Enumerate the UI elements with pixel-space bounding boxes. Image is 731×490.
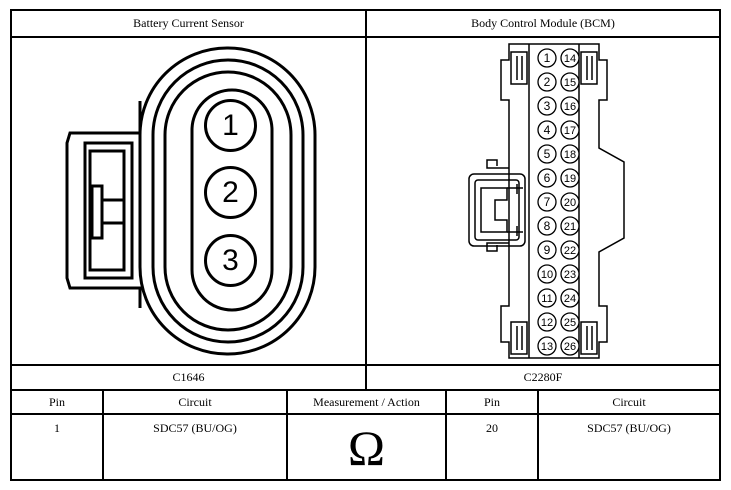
bcm-pin-label: 19 <box>564 173 576 185</box>
divider <box>365 11 367 391</box>
bcm-pin-23 <box>560 264 580 284</box>
bcm-pin-label: 4 <box>544 123 551 137</box>
bcm-pin-26 <box>560 336 580 356</box>
bcm-pin-label: 14 <box>564 53 576 65</box>
bcm-pin-4 <box>537 120 557 140</box>
header-pin: Pin <box>483 394 500 409</box>
bcm-pin-8 <box>537 216 557 236</box>
circuit-b-value: SDC57 (BU/OG) <box>587 421 671 435</box>
bcm-pin-label: 18 <box>564 149 576 161</box>
connector-id-bcm: C2280F <box>523 370 563 384</box>
bcm-pin-label: 8 <box>544 219 551 233</box>
bcm-pin-6 <box>537 168 557 188</box>
bcm-pin-label: 21 <box>564 221 576 233</box>
bcm-pin-22 <box>560 240 580 260</box>
header-circuit: Circuit <box>612 394 646 409</box>
bcm-pin-19 <box>560 168 580 188</box>
bcm-pin-label: 9 <box>544 243 551 257</box>
pin-label: 1 <box>222 108 239 142</box>
bcm-pin-5 <box>537 144 557 164</box>
bcm-pin-21 <box>560 216 580 236</box>
connector-title-bcs: Battery Current Sensor <box>133 16 244 30</box>
bcm-pin-15 <box>560 72 580 92</box>
connector-title-bcm: Body Control Module (BCM) <box>471 16 615 30</box>
bcm-pin-label: 17 <box>564 125 576 137</box>
ohm-icon: Ω <box>347 420 386 476</box>
divider <box>537 389 539 481</box>
divider <box>102 389 104 481</box>
bcm-pin-13 <box>537 336 557 356</box>
bcm-pin-label: 23 <box>564 269 576 281</box>
connector-id-bcs: C1646 <box>172 370 205 384</box>
bcm-pin-18 <box>560 144 580 164</box>
bcm-pin-17 <box>560 120 580 140</box>
bcm-pin-label: 12 <box>541 317 553 329</box>
bcm-pin-12 <box>537 312 557 332</box>
pin-b-value: 20 <box>486 421 498 435</box>
bcm-pin-24 <box>560 288 580 308</box>
bcm-pin-label: 22 <box>564 245 576 257</box>
bcm-pin-11 <box>537 288 557 308</box>
bcm-pin-7 <box>537 192 557 212</box>
bcm-pin-1 <box>537 48 557 68</box>
pin-2: 2 <box>204 166 257 219</box>
bcm-pin-label: 6 <box>544 171 551 185</box>
header-circuit: Circuit <box>178 394 212 409</box>
pin-1: 1 <box>204 99 257 152</box>
bcm-pin-label: 7 <box>544 195 551 209</box>
bcm-pin-label: 20 <box>564 197 576 209</box>
bcm-pin-9 <box>537 240 557 260</box>
pin-label: 2 <box>222 175 239 209</box>
bcm-pin-label: 26 <box>564 341 576 353</box>
bcm-pin-label: 2 <box>544 75 551 89</box>
divider <box>445 389 447 481</box>
bcm-pin-3 <box>537 96 557 116</box>
header-pin: Pin <box>48 394 65 409</box>
pin-label: 3 <box>222 243 239 277</box>
bcs-connector-diagram <box>12 38 365 364</box>
bcm-pin-10 <box>537 264 557 284</box>
bcm-pin-label: 24 <box>564 293 576 305</box>
bcm-pin-label: 5 <box>544 147 551 161</box>
bcm-pin-label: 1 <box>544 51 551 65</box>
bcm-pin-25 <box>560 312 580 332</box>
bcm-pin-label: 3 <box>544 99 551 113</box>
header-measurement: Measurement / Action <box>313 394 420 409</box>
bcm-pin-label: 16 <box>564 101 576 113</box>
pin-a-value: 1 <box>54 421 60 435</box>
bcm-pin-14 <box>560 48 580 68</box>
bcm-pin-label: 11 <box>541 293 552 305</box>
divider <box>286 389 288 481</box>
bcm-pin-2 <box>537 72 557 92</box>
bcm-pin-label: 25 <box>564 317 576 329</box>
bcm-pin-label: 10 <box>541 269 553 281</box>
bcm-pin-label: 15 <box>564 77 576 89</box>
connector-table: Battery Current Sensor Body Control Modu… <box>10 9 721 481</box>
divider <box>12 413 719 415</box>
bcm-pin-16 <box>560 96 580 116</box>
circuit-a-value: SDC57 (BU/OG) <box>153 421 237 435</box>
bcm-pin-label: 13 <box>541 341 553 353</box>
pin-3: 3 <box>204 234 257 287</box>
bcm-pin-20 <box>560 192 580 212</box>
